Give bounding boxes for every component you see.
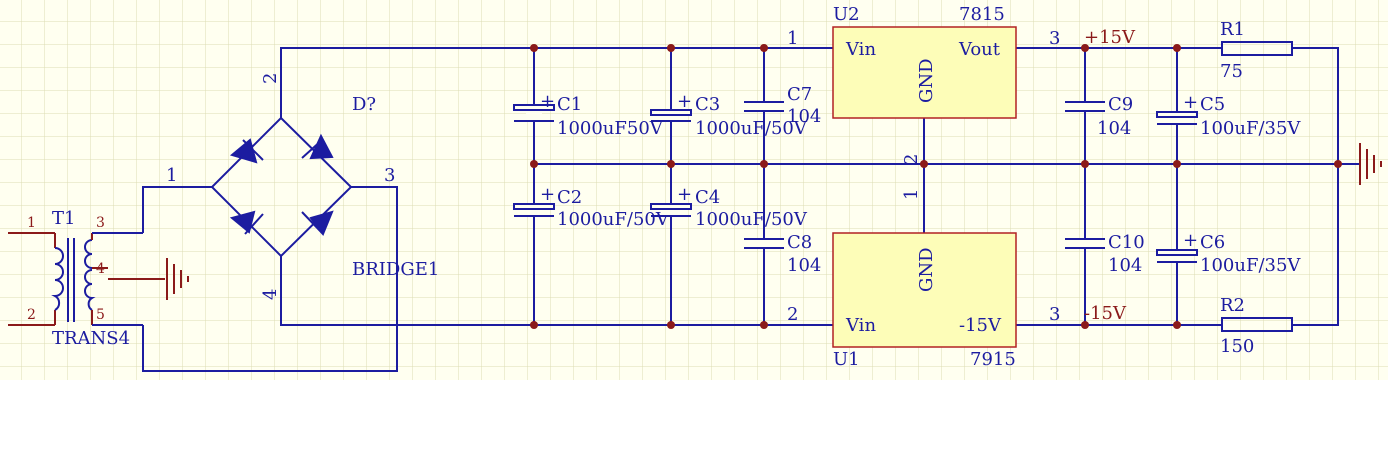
c1-name: C1: [557, 94, 582, 115]
c3-name: C3: [695, 94, 720, 115]
capacitor-c8[interactable]: [744, 238, 784, 249]
u1-vin-label: Vin: [845, 315, 876, 336]
plus-icon: +: [677, 184, 692, 205]
bridge-pin1-label: 1: [166, 165, 177, 186]
capacitor-c4[interactable]: +: [650, 184, 692, 217]
ground-icon: [1359, 143, 1382, 185]
bridge-pin2-label: 2: [260, 73, 281, 84]
plus-icon: +: [1183, 92, 1198, 113]
t1-designator: T1: [52, 208, 75, 229]
c6-value: 100uF/35V: [1200, 255, 1301, 276]
plus-icon: +: [677, 91, 692, 112]
wires: [142, 47, 1360, 372]
resistor-r2[interactable]: [1221, 317, 1293, 332]
capacitor-c3[interactable]: +: [650, 91, 692, 122]
u2-gnd-label: GND: [916, 58, 937, 103]
u1-designator: U1: [833, 349, 860, 370]
c7-name: C7: [787, 84, 812, 105]
capacitor-c10[interactable]: [1065, 238, 1105, 249]
t1-pin2-label: 2: [27, 307, 36, 323]
u2-vin-label: Vin: [845, 39, 876, 60]
c2-name: C2: [557, 187, 582, 208]
t1-type-label: TRANS4: [52, 328, 130, 349]
u1-pin-out: 3: [1049, 304, 1060, 325]
c9-name: C9: [1108, 94, 1133, 115]
schematic-sheet: 1 2 3 4 5 T1 TRANS4 D? BRIDGE1 1 2 3 4: [0, 0, 1388, 380]
regulator-u1[interactable]: [832, 232, 1017, 348]
ground-icon: [166, 258, 189, 300]
capacitor-c9[interactable]: [1065, 101, 1105, 112]
t1-pin5-label: 5: [96, 307, 105, 323]
t1-pin1-label: 1: [27, 215, 36, 231]
r1-name: R1: [1220, 19, 1245, 40]
c10-name: C10: [1108, 232, 1145, 253]
c5-name: C5: [1200, 94, 1225, 115]
capacitor-c5[interactable]: +: [1156, 92, 1198, 125]
c8-value: 104: [787, 255, 821, 276]
c2-value: 1000uF/50V: [557, 209, 670, 230]
plus-icon: +: [540, 184, 555, 205]
junction-dots: [530, 44, 1342, 329]
net-label-pos15v: +15V: [1084, 27, 1136, 48]
c3-value: 1000uF/50V: [695, 118, 808, 139]
c7-value: 104: [787, 106, 821, 127]
r1-value: 75: [1220, 61, 1243, 82]
c6-name: C6: [1200, 232, 1225, 253]
net-label-neg15v: -15V: [1084, 303, 1127, 324]
regulator-u2[interactable]: [832, 26, 1017, 119]
bridge-pin4-label: 4: [260, 289, 281, 300]
u1-pin-in: 2: [787, 304, 798, 325]
c8-name: C8: [787, 232, 812, 253]
t1-pin4-label: 4: [96, 261, 105, 277]
u2-pin-out: 3: [1049, 28, 1060, 49]
plus-icon: +: [540, 91, 555, 112]
capacitor-c1[interactable]: +: [513, 91, 555, 122]
c9-value: 104: [1097, 118, 1131, 139]
u1-gnd-label: GND: [916, 247, 937, 292]
bridge-type-label: BRIDGE1: [352, 259, 439, 280]
c10-value: 104: [1108, 255, 1142, 276]
t1-pin3-label: 3: [96, 215, 105, 231]
transformer-t1[interactable]: [8, 232, 165, 326]
u2-vout-label: Vout: [958, 39, 1001, 60]
resistor-r1[interactable]: [1221, 41, 1293, 56]
capacitor-c6[interactable]: +: [1156, 230, 1198, 263]
c4-name: C4: [695, 187, 720, 208]
schematic-canvas: 1 2 3 4 5 T1 TRANS4 D? BRIDGE1 1 2 3 4: [0, 0, 1388, 380]
u1-part-label: 7915: [970, 349, 1016, 370]
grid-background: [0, 0, 1388, 380]
capacitor-c2[interactable]: +: [513, 184, 555, 217]
u2-pin-in: 1: [787, 28, 798, 49]
bridge-designator: D?: [352, 94, 376, 115]
u2-part-label: 7815: [959, 4, 1005, 25]
r2-value: 150: [1220, 336, 1254, 357]
bridge-pin3-label: 3: [384, 165, 395, 186]
plus-icon: +: [1183, 230, 1198, 251]
c5-value: 100uF/35V: [1200, 118, 1301, 139]
bridge-rectifier[interactable]: [210, 116, 353, 258]
capacitor-c7[interactable]: [744, 101, 784, 112]
c4-value: 1000uF/50V: [695, 209, 808, 230]
u2-designator: U2: [833, 4, 860, 25]
c1-value: 1000uF50V: [557, 118, 664, 139]
u1-vout-label: -15V: [959, 315, 1002, 336]
r2-name: R2: [1220, 295, 1245, 316]
u2-pin-gnd: 2: [901, 154, 922, 165]
u1-pin-gnd: 1: [901, 189, 922, 200]
